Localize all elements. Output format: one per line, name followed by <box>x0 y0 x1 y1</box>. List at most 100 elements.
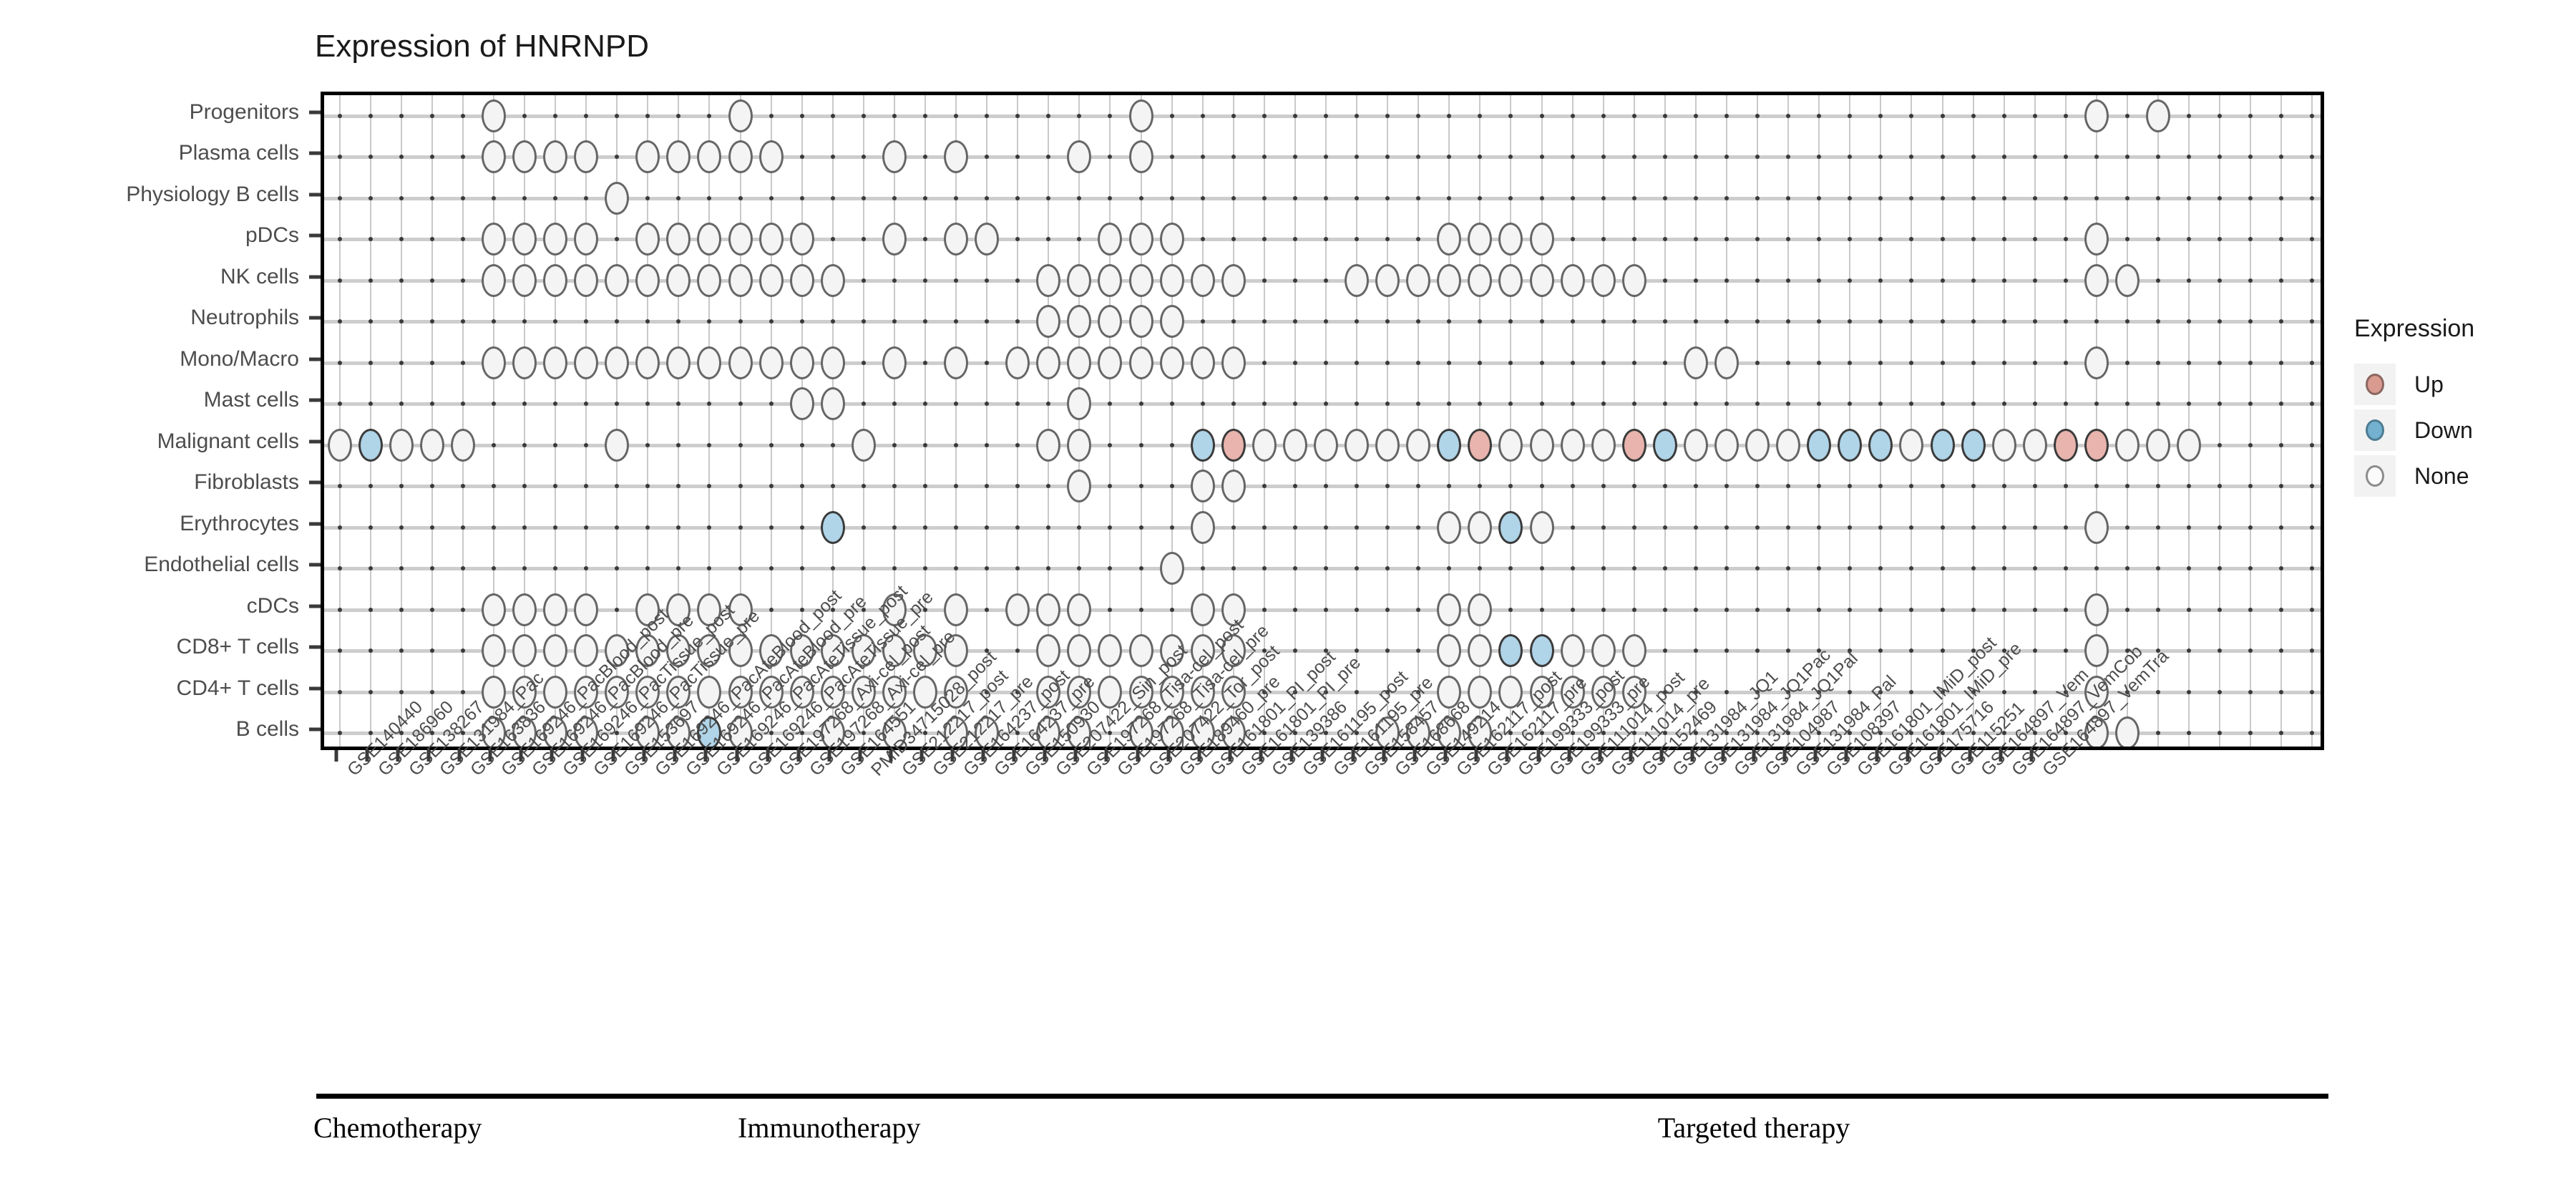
expression-dot[interactable] <box>1437 675 1462 709</box>
expression-dot[interactable] <box>1098 346 1123 379</box>
expression-dot[interactable] <box>574 675 599 709</box>
expression-dot[interactable] <box>1067 346 1092 379</box>
expression-dot[interactable] <box>635 593 660 626</box>
expression-dot[interactable] <box>2053 428 2078 462</box>
expression-dot[interactable] <box>1314 428 1338 462</box>
expression-dot[interactable] <box>543 140 568 174</box>
expression-dot[interactable] <box>1529 675 1554 709</box>
expression-dot[interactable] <box>1529 223 1554 256</box>
expression-dot[interactable] <box>1621 263 1646 297</box>
expression-dot[interactable] <box>1221 263 1246 297</box>
expression-dot[interactable] <box>1067 305 1092 339</box>
expression-dot[interactable] <box>697 263 722 297</box>
expression-dot[interactable] <box>1406 428 1431 462</box>
expression-dot[interactable] <box>1067 428 1092 462</box>
expression-dot[interactable] <box>419 428 444 462</box>
expression-dot[interactable] <box>1991 428 2016 462</box>
expression-dot[interactable] <box>1621 634 1646 668</box>
expression-dot[interactable] <box>481 593 506 626</box>
expression-dot[interactable] <box>543 675 568 709</box>
expression-dot[interactable] <box>758 140 784 174</box>
expression-dot[interactable] <box>2084 593 2109 626</box>
expression-dot[interactable] <box>789 387 814 421</box>
expression-dot[interactable] <box>1498 675 1523 709</box>
expression-dot[interactable] <box>697 634 722 668</box>
expression-dot[interactable] <box>820 634 845 668</box>
expression-dot[interactable] <box>1221 593 1246 626</box>
expression-dot[interactable] <box>758 223 784 256</box>
expression-dot[interactable] <box>1190 428 1215 462</box>
expression-dot[interactable] <box>820 263 845 297</box>
expression-dot[interactable] <box>481 99 506 132</box>
expression-dot[interactable] <box>1437 634 1462 668</box>
expression-dot[interactable] <box>1098 263 1123 297</box>
expression-dot[interactable] <box>1221 428 1246 462</box>
expression-dot[interactable] <box>1560 675 1585 709</box>
expression-dot[interactable] <box>1468 593 1493 626</box>
expression-dot[interactable] <box>1468 263 1493 297</box>
expression-dot[interactable] <box>327 428 352 462</box>
expression-dot[interactable] <box>789 263 814 297</box>
expression-dot[interactable] <box>1159 552 1184 585</box>
expression-dot[interactable] <box>574 346 599 379</box>
expression-dot[interactable] <box>512 593 537 626</box>
legend-item[interactable]: Down <box>2354 407 2569 453</box>
expression-dot[interactable] <box>481 140 506 174</box>
expression-dot[interactable] <box>1036 346 1061 379</box>
expression-dot[interactable] <box>2022 428 2047 462</box>
expression-dot[interactable] <box>1498 634 1523 668</box>
expression-dot[interactable] <box>605 675 630 709</box>
expression-dot[interactable] <box>605 263 630 297</box>
expression-dot[interactable] <box>605 346 630 379</box>
expression-dot[interactable] <box>697 675 722 709</box>
expression-dot[interactable] <box>2115 263 2140 297</box>
expression-dot[interactable] <box>666 346 691 379</box>
expression-dot[interactable] <box>2084 428 2109 462</box>
expression-dot[interactable] <box>2084 99 2109 132</box>
expression-dot[interactable] <box>697 223 722 256</box>
expression-dot[interactable] <box>512 675 537 709</box>
expression-dot[interactable] <box>789 675 814 709</box>
expression-dot[interactable] <box>481 263 506 297</box>
expression-dot[interactable] <box>1683 346 1708 379</box>
expression-dot[interactable] <box>512 634 537 668</box>
expression-dot[interactable] <box>635 716 660 747</box>
expression-dot[interactable] <box>728 223 753 256</box>
expression-dot[interactable] <box>1036 305 1061 339</box>
expression-dot[interactable] <box>944 675 969 709</box>
expression-dot[interactable] <box>605 181 630 215</box>
expression-dot[interactable] <box>2084 223 2109 256</box>
expression-dot[interactable] <box>728 716 753 747</box>
expression-dot[interactable] <box>1036 593 1061 626</box>
expression-dot[interactable] <box>635 223 660 256</box>
expression-dot[interactable] <box>635 346 660 379</box>
expression-dot[interactable] <box>1468 428 1493 462</box>
expression-dot[interactable] <box>944 634 969 668</box>
expression-dot[interactable] <box>1128 305 1153 339</box>
expression-dot[interactable] <box>2084 510 2109 544</box>
expression-dot[interactable] <box>1498 510 1523 544</box>
expression-dot[interactable] <box>635 263 660 297</box>
expression-dot[interactable] <box>1714 346 1739 379</box>
expression-dot[interactable] <box>820 346 845 379</box>
expression-dot[interactable] <box>2177 428 2202 462</box>
expression-dot[interactable] <box>574 593 599 626</box>
expression-dot[interactable] <box>1128 346 1153 379</box>
expression-dot[interactable] <box>2084 346 2109 379</box>
expression-dot[interactable] <box>1591 634 1616 668</box>
expression-dot[interactable] <box>1221 675 1246 709</box>
expression-dot[interactable] <box>882 593 907 626</box>
expression-dot[interactable] <box>666 223 691 256</box>
expression-dot[interactable] <box>1529 263 1554 297</box>
expression-dot[interactable] <box>2115 716 2140 747</box>
expression-dot[interactable] <box>820 675 845 709</box>
expression-dot[interactable] <box>882 634 907 668</box>
expression-dot[interactable] <box>1498 428 1523 462</box>
expression-dot[interactable] <box>1190 675 1215 709</box>
expression-dot[interactable] <box>2084 634 2109 668</box>
expression-dot[interactable] <box>574 716 599 747</box>
expression-dot[interactable] <box>1128 675 1153 709</box>
expression-dot[interactable] <box>1961 428 1986 462</box>
expression-dot[interactable] <box>728 346 753 379</box>
expression-dot[interactable] <box>1190 470 1215 503</box>
